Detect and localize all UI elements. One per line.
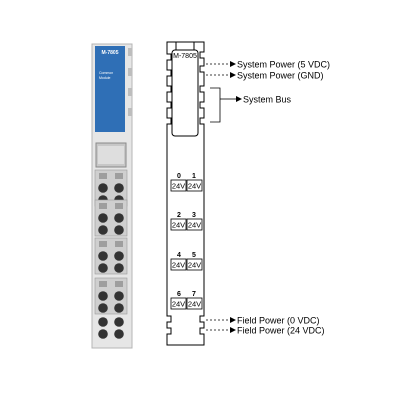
arrow-field-power-24v — [230, 327, 236, 333]
arrow-field-power-0v — [230, 317, 236, 323]
voltage-label-4: 24V — [172, 261, 185, 270]
module-photo-label-line-1: Common — [99, 71, 113, 75]
voltage-box-7 — [186, 297, 203, 310]
terminal-hole — [114, 183, 124, 193]
voltage-box-6 — [170, 297, 187, 310]
terminal-release-tab — [115, 281, 123, 287]
terminal-blocks — [94, 169, 128, 339]
channel-number-7: 7 — [192, 291, 196, 298]
terminal-hole — [114, 291, 124, 301]
terminal-hole — [114, 225, 124, 235]
channel-number-3: 3 — [192, 212, 196, 219]
callout-arrowheads — [230, 61, 242, 333]
label-field-power-0v: Field Power (0 VDC) — [237, 316, 320, 326]
terminal-hole — [98, 263, 108, 273]
terminal-hole — [114, 317, 124, 327]
module-label-panel — [95, 46, 125, 132]
terminal-release-tab — [115, 241, 123, 247]
arrow-system-power-5v — [230, 61, 236, 67]
top-window — [171, 49, 199, 137]
voltage-label-7: 24V — [188, 300, 201, 309]
voltage-box-0 — [170, 179, 187, 192]
terminal-hole — [98, 251, 108, 261]
label-system-power-gnd: System Power (GND) — [237, 71, 324, 81]
channel-number-6: 6 — [177, 291, 181, 298]
terminal-hole — [114, 251, 124, 261]
channel-number-5: 5 — [192, 252, 196, 259]
terminal-release-tab — [115, 173, 123, 179]
terminal-release-tab — [99, 241, 107, 247]
voltage-label-3: 24V — [188, 221, 201, 230]
terminal-hole — [98, 183, 108, 193]
terminal-hole — [114, 263, 124, 273]
voltage-box-2 — [170, 218, 187, 231]
voltage-label-6: 24V — [172, 300, 185, 309]
module-photo: M-7805 Common Module — [91, 43, 133, 349]
channel-number-0: 0 — [177, 173, 181, 180]
label-system-power-5v: System Power (5 VDC) — [237, 60, 330, 70]
voltage-box-5 — [186, 258, 203, 271]
voltage-label-1: 24V — [188, 182, 201, 191]
voltage-label-2: 24V — [172, 221, 185, 230]
module-photo-model: M-7805 — [102, 50, 119, 56]
terminal-release-tab — [99, 203, 107, 209]
terminal-release-tab — [99, 173, 107, 179]
terminal-hole — [114, 303, 124, 313]
label-system-bus: System Bus — [243, 95, 292, 105]
channel-number-1: 1 — [192, 173, 196, 180]
terminal-hole — [98, 225, 108, 235]
voltage-box-1 — [186, 179, 203, 192]
terminal-release-tab — [99, 281, 107, 287]
arrow-system-power-gnd — [230, 72, 236, 78]
terminal-hole — [98, 329, 108, 339]
terminal-hole — [98, 213, 108, 223]
arrow-system-bus — [236, 96, 242, 102]
terminal-release-tab — [115, 203, 123, 209]
terminal-hole — [98, 317, 108, 327]
label-field-power-24v: Field Power (24 VDC) — [237, 326, 325, 336]
voltage-box-4 — [170, 258, 187, 271]
voltage-box-3 — [186, 218, 203, 231]
callout-lines — [206, 63, 236, 331]
terminal-hole — [114, 213, 124, 223]
terminal-hole — [98, 291, 108, 301]
channel-number-2: 2 — [177, 212, 181, 219]
voltage-label-0: 24V — [172, 182, 185, 191]
terminal-hole — [114, 329, 124, 339]
module-outline — [166, 41, 205, 346]
channel-number-4: 4 — [177, 252, 181, 259]
module-photo-label-line-2: Module — [99, 76, 111, 80]
voltage-label-5: 24V — [188, 261, 201, 270]
module-outline-model: M-7805 — [173, 53, 197, 60]
terminal-hole — [98, 303, 108, 313]
